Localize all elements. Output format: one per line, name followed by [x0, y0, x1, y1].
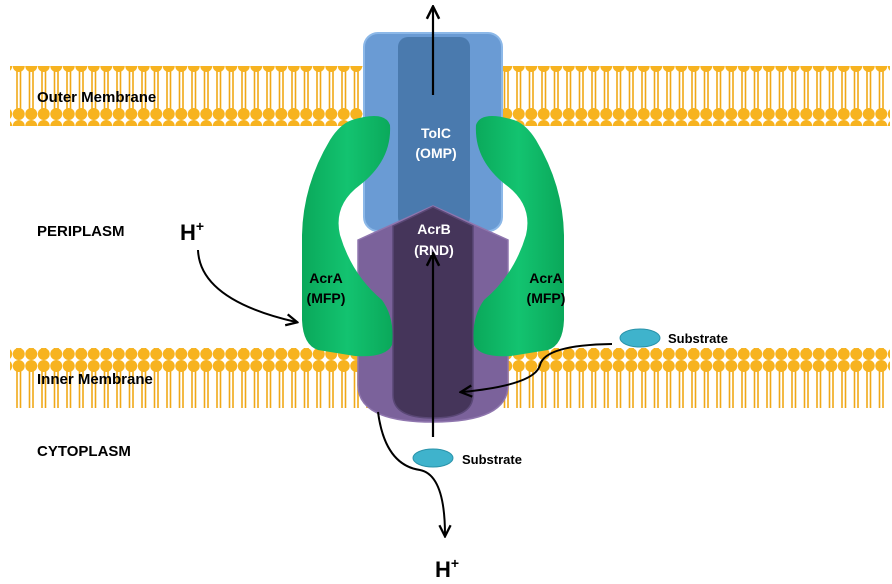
proton-bottom-label: H+ — [435, 555, 459, 582]
proton-out-arrow — [377, 411, 445, 535]
acrb-sublabel: (RND) — [414, 242, 454, 258]
tolc-label: TolC — [421, 125, 451, 141]
periplasm-label: PERIPLASM — [37, 223, 125, 240]
acra-left-label: AcrA — [309, 270, 342, 286]
substrate-bottom-label: Substrate — [462, 452, 522, 467]
tolc-sublabel: (OMP) — [415, 145, 456, 161]
substrate-periplasm-arrow — [462, 343, 613, 392]
acra-right-protein — [473, 116, 564, 357]
cytoplasm-label: CYTOPLASM — [37, 443, 131, 460]
acrb-label: AcrB — [417, 221, 450, 237]
acra-right-sublabel: (MFP) — [527, 290, 566, 306]
substrate-right-label: Substrate — [668, 331, 728, 346]
substrate-bottom-icon — [412, 448, 454, 468]
acra-left-protein — [302, 116, 393, 357]
acra-right-label: AcrA — [529, 270, 562, 286]
outer-membrane-label: Outer Membrane — [37, 89, 156, 106]
tolc-protein — [363, 32, 503, 232]
proton-top-label: H+ — [180, 218, 204, 245]
inner-membrane-label: Inner Membrane — [37, 371, 153, 388]
proton-in-arrow — [197, 249, 296, 322]
substrate-right-icon — [619, 328, 661, 348]
acra-left-sublabel: (MFP) — [307, 290, 346, 306]
